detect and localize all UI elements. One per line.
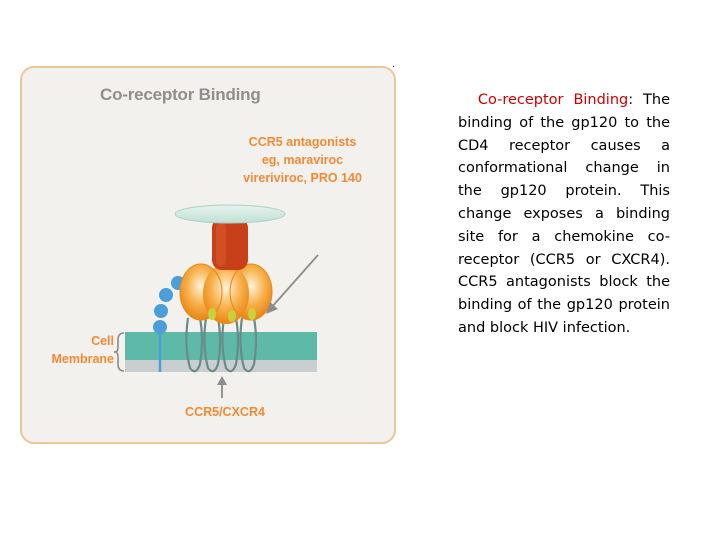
caption-body: The binding of the gp120 to the CD4 rece… [458, 92, 671, 336]
antagonists-line-3: vireriviroc, PRO 140 [243, 171, 362, 185]
coreceptor-arrow [217, 376, 227, 398]
corner-mark: · [392, 62, 396, 73]
membrane-brace [113, 332, 125, 372]
binding-tips [208, 308, 256, 322]
gp120-trimer [179, 263, 273, 324]
caption-heading-suffix: : [628, 92, 634, 108]
caption-text: Co-receptor Binding: The binding of the … [458, 89, 670, 340]
cell-membrane-line-2: Membrane [51, 352, 114, 366]
antagonists-line-1: CCR5 antagonists [248, 135, 357, 149]
caption-heading: Co-receptor Binding [477, 92, 629, 108]
virus-membrane-cap [174, 204, 286, 224]
diagram-title: Co-receptor Binding [100, 85, 261, 104]
coreceptor-label: CCR5/CXCR4 [185, 405, 265, 419]
cell-membrane-label: Cell Membrane [38, 332, 114, 368]
ccr5-antagonists-label: CCR5 antagonists eg, maraviroc virerivir… [215, 133, 390, 187]
cell-membrane-line-1: Cell [91, 334, 114, 348]
antagonist-arrow [266, 254, 319, 314]
diagram-panel [20, 66, 396, 444]
membrane-lower [125, 360, 317, 372]
coreceptor-loops [185, 317, 258, 373]
antagonists-line-2: eg, maraviroc [261, 153, 344, 167]
